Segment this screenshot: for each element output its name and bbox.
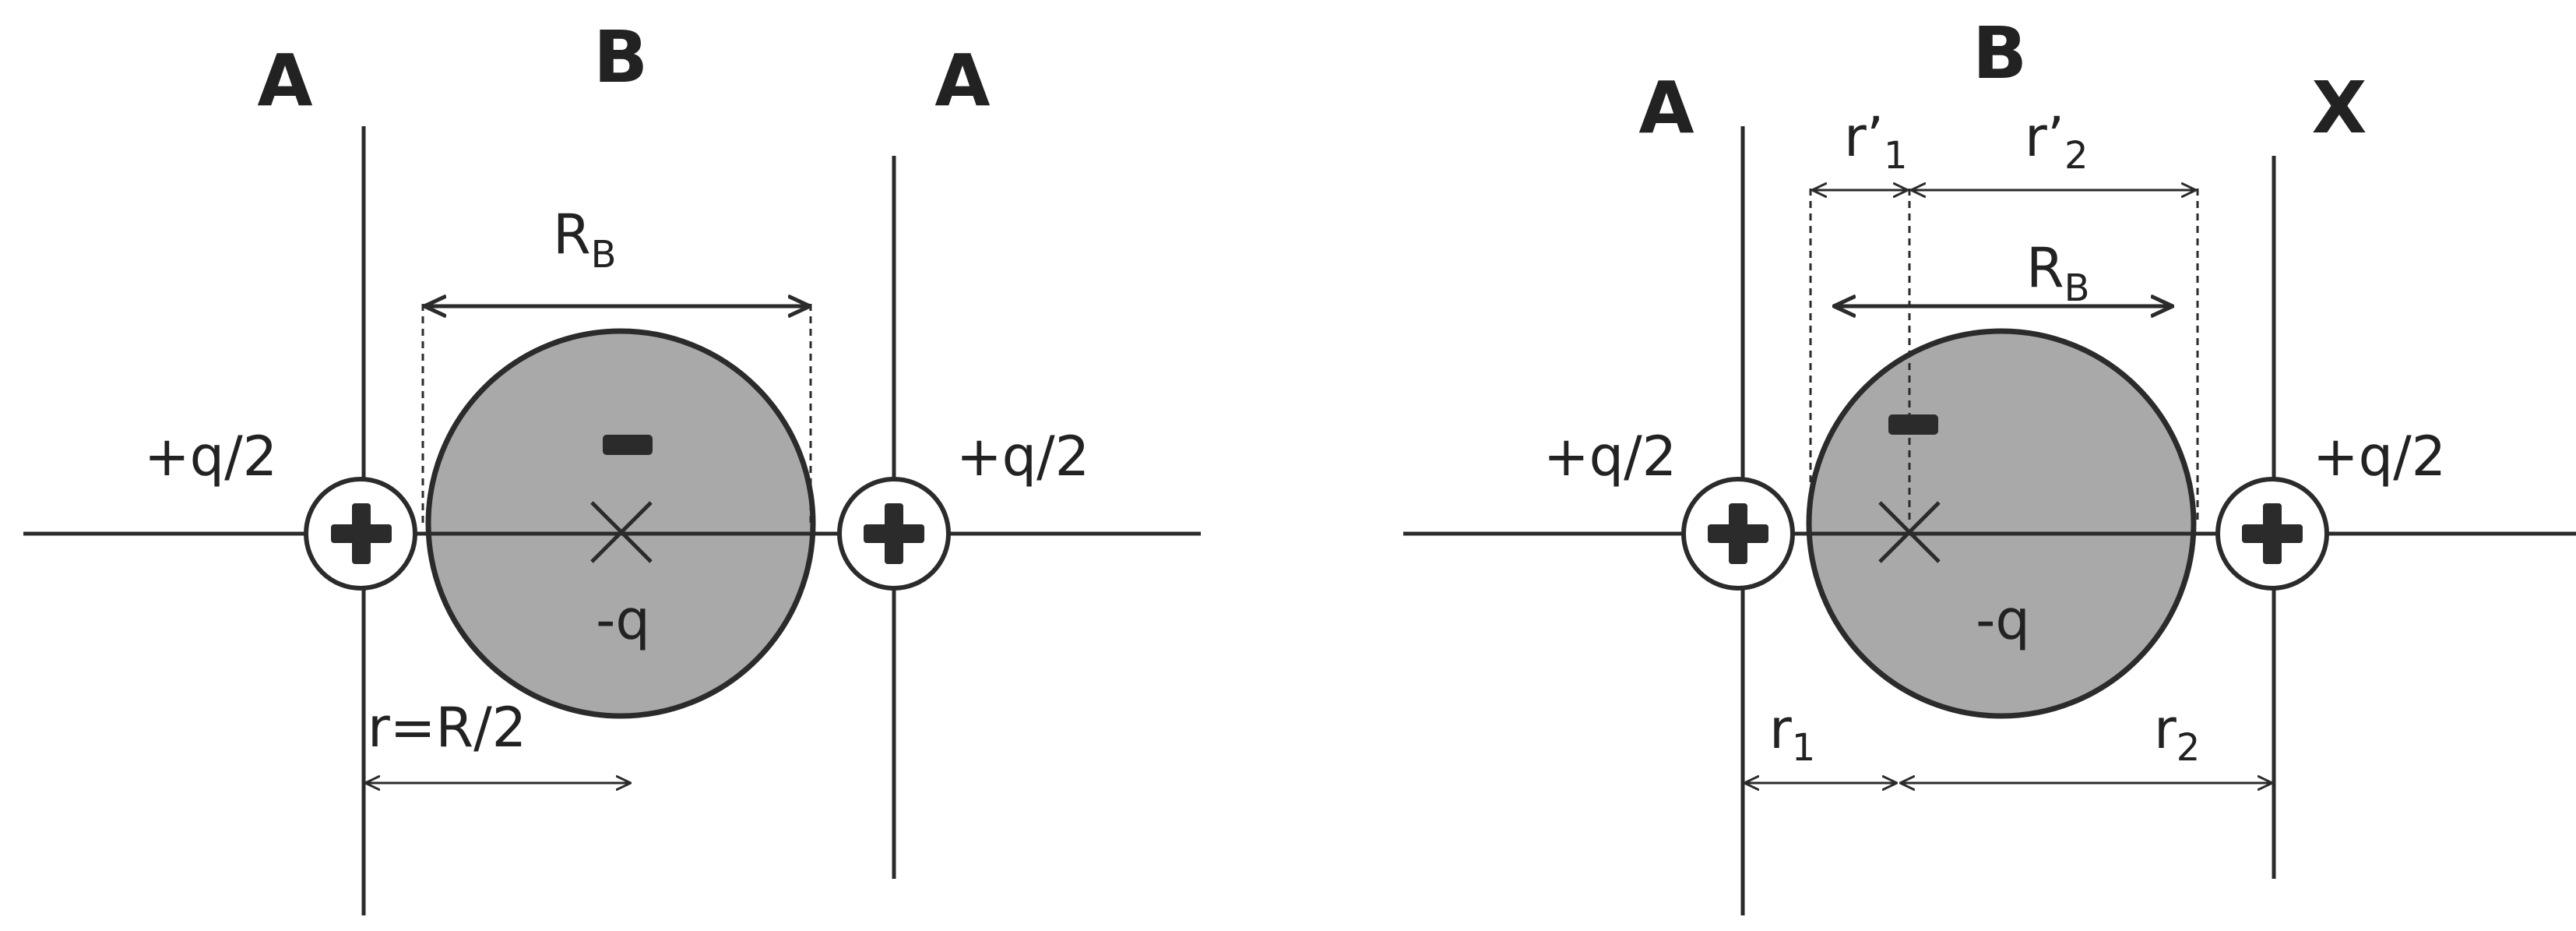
- right-charge-label-right: +q/2: [2313, 425, 2446, 488]
- right-minus-bar-icon: [1888, 414, 1938, 435]
- right-disc-b: [1806, 328, 2197, 719]
- right-r2-prime-label: r’2: [2025, 105, 2089, 178]
- left-center-charge: -q: [596, 588, 650, 652]
- left-center-cross-icon: [590, 501, 653, 563]
- right-r1-label: r1: [1769, 697, 1815, 770]
- left-plus-in-circle-icon-a: [304, 477, 417, 591]
- left-panel: A B A RB -q: [23, 16, 1201, 915]
- left-disc-b: [425, 328, 816, 719]
- right-label-x: X: [2312, 66, 2367, 150]
- right-charge-label-left: +q/2: [1543, 425, 1677, 488]
- left-minus-bar-icon: [603, 435, 653, 455]
- right-center-charge: -q: [1976, 588, 2030, 652]
- left-label-a-right: A: [934, 39, 990, 122]
- right-plus-in-circle-icon-a: [1681, 477, 1795, 591]
- left-charge-label-right: +q/2: [956, 425, 1089, 488]
- left-label-b: B: [593, 16, 648, 99]
- left-plus-in-circle-icon-b: [837, 477, 951, 591]
- right-r2-label: r2: [2154, 697, 2200, 770]
- right-panel: A B X r’1 r’2 RB -q: [1403, 12, 2576, 915]
- left-rb-label: RB: [553, 203, 617, 277]
- right-label-a: A: [1638, 66, 1694, 150]
- left-charge-label-left: +q/2: [144, 425, 277, 488]
- left-label-a-left: A: [257, 39, 312, 122]
- right-label-b: B: [1972, 12, 2027, 95]
- left-distance-label: r=R/2: [368, 696, 526, 760]
- right-r1-prime-label: r’1: [1844, 105, 1908, 178]
- right-rb-label: RB: [2026, 236, 2090, 310]
- right-plus-in-circle-icon-x: [2215, 477, 2329, 591]
- right-center-cross-icon: [1878, 501, 1941, 563]
